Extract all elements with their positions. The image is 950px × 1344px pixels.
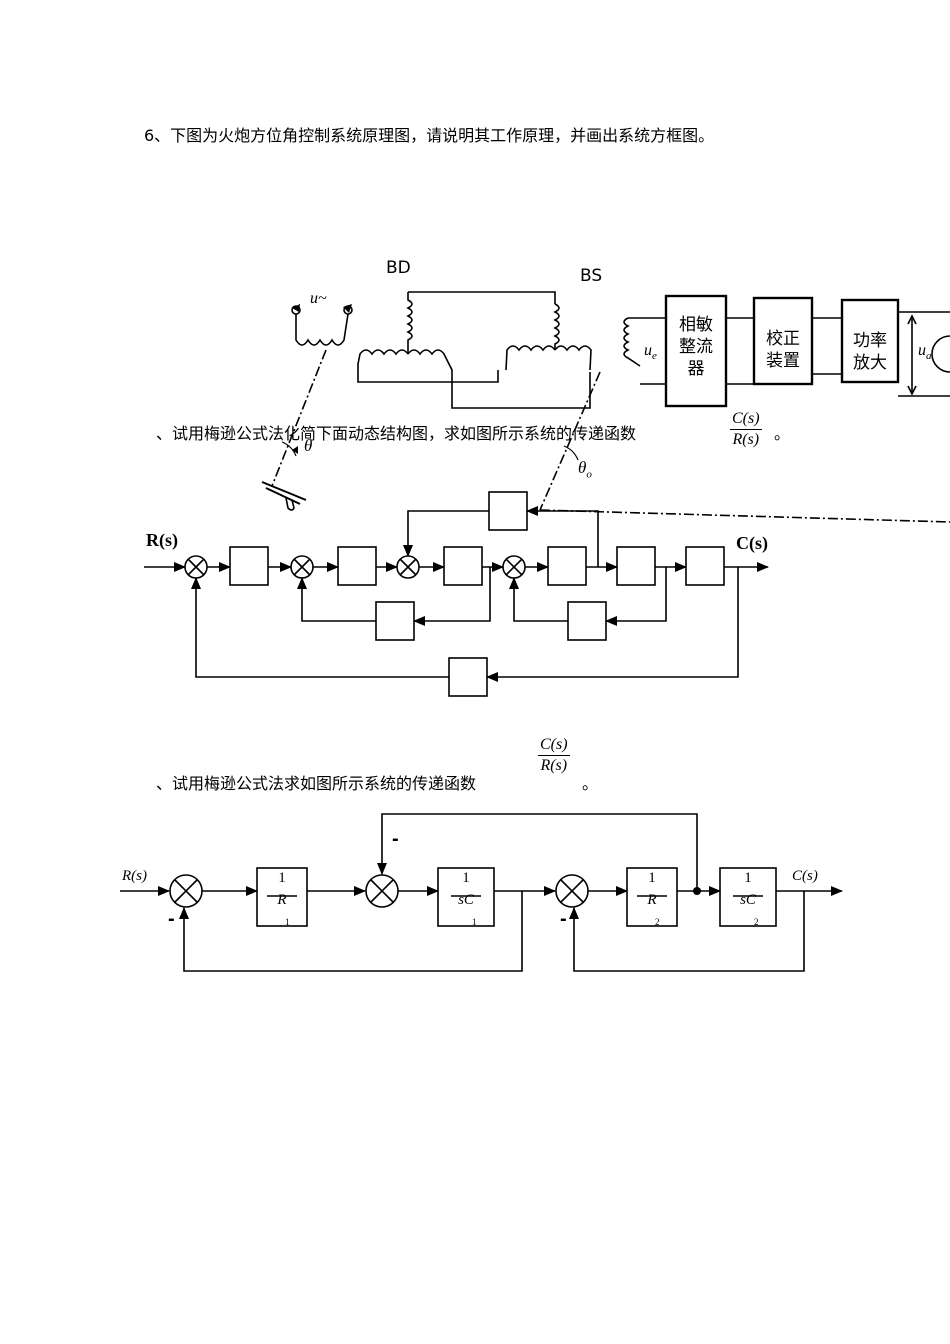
question-6-text: 6、下图为火炮方位角控制系统原理图，请说明其工作原理，并画出系统方框图。 xyxy=(144,126,715,145)
theta-o-sub: o xyxy=(586,468,592,481)
block-phase-rectifier-line3: 器 xyxy=(687,359,705,379)
q8-block-3-den: R xyxy=(627,892,677,909)
q8-block-3-den-text: R xyxy=(647,892,657,908)
q8-block-4-num: 1 xyxy=(744,870,752,886)
block-phase-rectifier-line1: 相敏 xyxy=(679,315,713,335)
q8-input-label: R(s) xyxy=(122,868,147,884)
q8-minus-2: - xyxy=(392,828,399,850)
bs-label: BS xyxy=(580,266,603,286)
q7-input-label: R(s) xyxy=(146,530,178,550)
q8-block-3: 1 R 2 xyxy=(627,870,677,927)
question-8-tail: 。 xyxy=(582,774,599,793)
q8-block-2-den: sC xyxy=(438,892,494,909)
theta-o-main: θ xyxy=(578,458,587,477)
q8-block-1: 1 R 1 xyxy=(257,870,307,927)
q7-output-label: C(s) xyxy=(736,533,768,553)
q8-block-4-den-text: sC xyxy=(740,892,756,908)
q8-block-4-den: sC xyxy=(720,892,776,909)
q8-minus-1: - xyxy=(168,908,175,930)
ua-label: ua xyxy=(918,342,932,362)
q7-frac-num: C(s) xyxy=(732,410,760,427)
q8-block-1-den-text: R xyxy=(277,892,287,908)
block-correction-line2: 装置 xyxy=(766,351,800,371)
block-phase-rectifier-line2: 整流 xyxy=(679,337,713,357)
q8-frac-den: R(s) xyxy=(540,757,568,774)
q8-block-2-sub: 1 xyxy=(472,917,477,927)
ua-sub: a xyxy=(926,350,932,363)
question-7-tail: 。 xyxy=(774,424,791,443)
ue-main: u xyxy=(644,342,652,359)
block-phase-rectifier: 相敏 整流 器 xyxy=(666,314,726,380)
q8-minus-3: - xyxy=(560,908,567,930)
block-power-amp: 功率 放大 xyxy=(842,330,898,374)
block-power-amp-line1: 功率 xyxy=(853,331,887,351)
ua-main: u xyxy=(918,342,926,359)
q8-output-label: C(s) xyxy=(792,868,818,884)
q8-block-3-sub: 2 xyxy=(655,917,660,927)
q8-block-4: 1 sC 2 xyxy=(720,870,776,927)
q8-block-3-num: 1 xyxy=(648,870,656,886)
ue-sub: e xyxy=(652,350,657,363)
ue-label: ue xyxy=(644,342,657,362)
theta-i-label: θ xyxy=(304,436,313,455)
question-8-text: 、试用梅逊公式法求如图所示系统的传递函数 xyxy=(156,774,477,793)
q8-block-2-num: 1 xyxy=(462,870,470,886)
block-power-amp-line2: 放大 xyxy=(853,353,887,373)
q8-block-2-den-text: sC xyxy=(458,892,474,908)
u-source-label: u~ xyxy=(310,290,327,307)
question-7-fraction: C(s) R(s) xyxy=(730,410,762,449)
question-7-text: 、试用梅逊公式法化简下面动态结构图，求如图所示系统的传递函数 xyxy=(156,424,637,443)
q7-frac-den: R(s) xyxy=(732,431,760,448)
q8-frac-bar xyxy=(538,755,570,756)
q8-block-4-sub: 2 xyxy=(754,917,759,927)
bd-label: BD xyxy=(386,258,411,278)
block-correction-line1: 校正 xyxy=(766,329,800,349)
q8-block-2: 1 sC 1 xyxy=(438,870,494,927)
q8-frac-num: C(s) xyxy=(540,736,568,753)
q8-block-1-den: R xyxy=(257,892,307,909)
block-correction: 校正 装置 xyxy=(754,328,812,372)
q7-frac-bar xyxy=(730,429,762,430)
q8-block-1-sub: 1 xyxy=(285,917,290,927)
theta-o-label: θo xyxy=(578,458,592,480)
question-8-fraction: C(s) R(s) xyxy=(538,736,570,775)
q8-block-1-num: 1 xyxy=(278,870,286,886)
